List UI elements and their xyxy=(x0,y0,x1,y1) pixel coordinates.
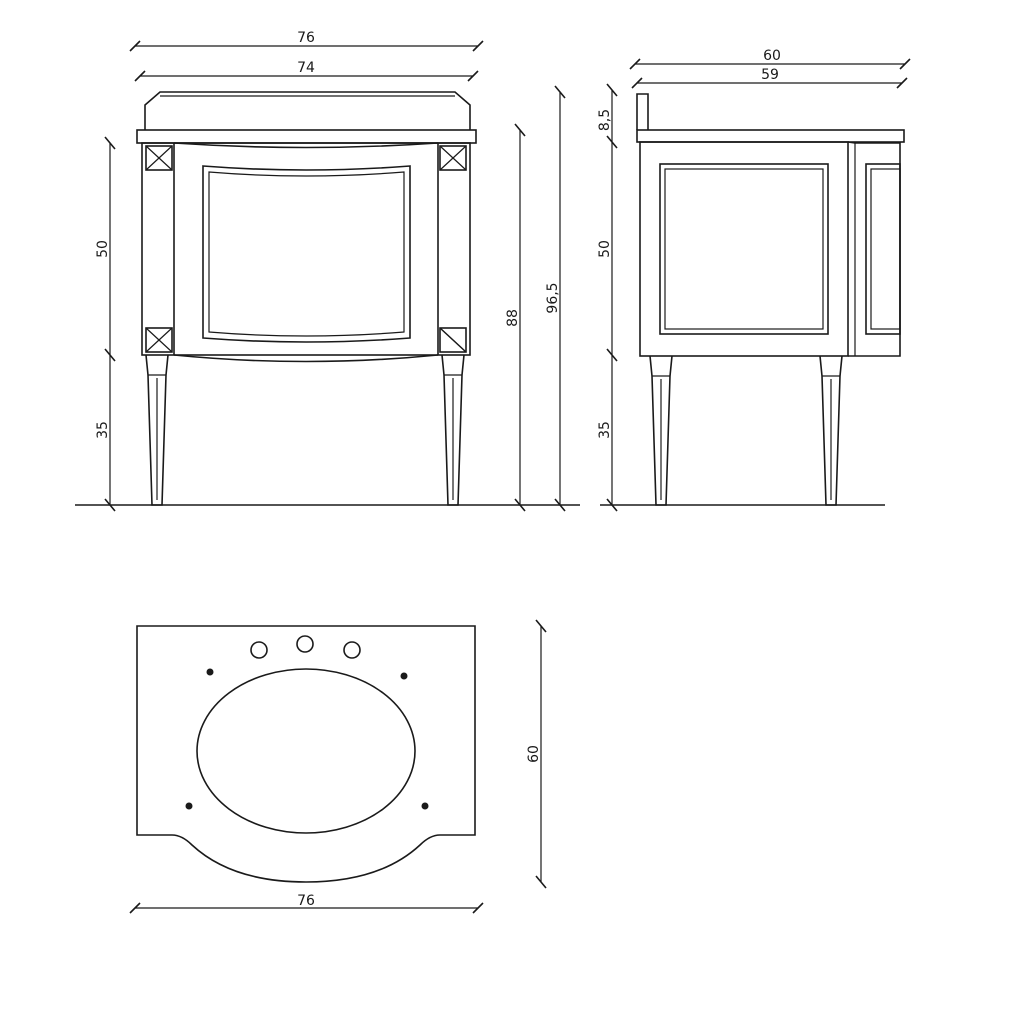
front-curved-door xyxy=(173,142,439,149)
top-faucet-hole-center xyxy=(296,635,314,653)
front-width-76-dimension: 76 xyxy=(129,30,484,52)
front-width-76-label: 76 xyxy=(297,30,315,46)
side-leg-front xyxy=(819,355,843,506)
top-basin xyxy=(196,668,416,834)
front-cabinet-body xyxy=(141,142,471,356)
top-fixing-dot xyxy=(400,672,408,680)
side-depth-59-dimension: 59 xyxy=(631,67,908,89)
top-view: 60 76 xyxy=(129,619,547,914)
side-depth-59-label: 59 xyxy=(761,67,779,83)
top-fixing-dot xyxy=(421,802,429,810)
side-depth-60-label: 60 xyxy=(763,48,781,64)
front-width-74-dimension: 74 xyxy=(134,60,479,82)
top-depth-60-dimension: 60 xyxy=(526,619,547,889)
front-height-96-label: 96,5 xyxy=(545,282,561,313)
side-countertop xyxy=(636,129,905,143)
front-cabinet-height-label: 50 xyxy=(95,240,111,258)
front-rosette-bottom-left xyxy=(145,327,173,353)
front-rosette-top-left xyxy=(145,145,173,171)
side-panel xyxy=(659,163,829,335)
front-door-panel xyxy=(202,165,411,343)
front-width-74-label: 74 xyxy=(297,60,315,76)
front-countertop xyxy=(136,129,477,144)
side-splashback xyxy=(636,93,649,130)
top-width-76-label: 76 xyxy=(297,893,315,909)
top-width-76-dimension: 76 xyxy=(129,893,484,914)
side-view: 60 59 xyxy=(597,48,911,512)
front-leg-height-label: 35 xyxy=(95,421,111,439)
side-leg-height-label: 35 xyxy=(597,421,613,439)
front-rosette-top-right xyxy=(439,145,467,171)
front-height-88-dimension: 88 xyxy=(505,123,526,512)
front-leg-left xyxy=(145,354,169,506)
front-height-dimensions-left: 50 35 xyxy=(95,136,116,512)
top-fixing-dot xyxy=(185,802,193,810)
side-cabinet-height-label: 50 xyxy=(597,240,613,258)
front-splashback xyxy=(144,91,471,130)
side-leg-back xyxy=(649,355,673,506)
top-faucet-hole-left xyxy=(250,641,268,659)
top-faucet-hole-right xyxy=(343,641,361,659)
top-fixing-dot xyxy=(206,668,214,676)
side-curved-front xyxy=(847,141,901,357)
side-cabinet-body xyxy=(639,141,849,357)
top-countertop-outline xyxy=(136,625,476,883)
front-view: 76 74 xyxy=(75,30,580,512)
side-depth-60-dimension: 60 xyxy=(629,48,911,70)
front-height-88-label: 88 xyxy=(505,309,521,327)
top-depth-60-label: 60 xyxy=(526,745,542,763)
side-height-dimensions: 8,5 50 35 xyxy=(597,83,618,512)
side-splashback-height-label: 8,5 xyxy=(597,109,613,131)
front-rosette-bottom-right xyxy=(439,327,467,353)
front-height-96-dimension: 96,5 xyxy=(545,85,566,512)
front-leg-right xyxy=(441,354,465,506)
